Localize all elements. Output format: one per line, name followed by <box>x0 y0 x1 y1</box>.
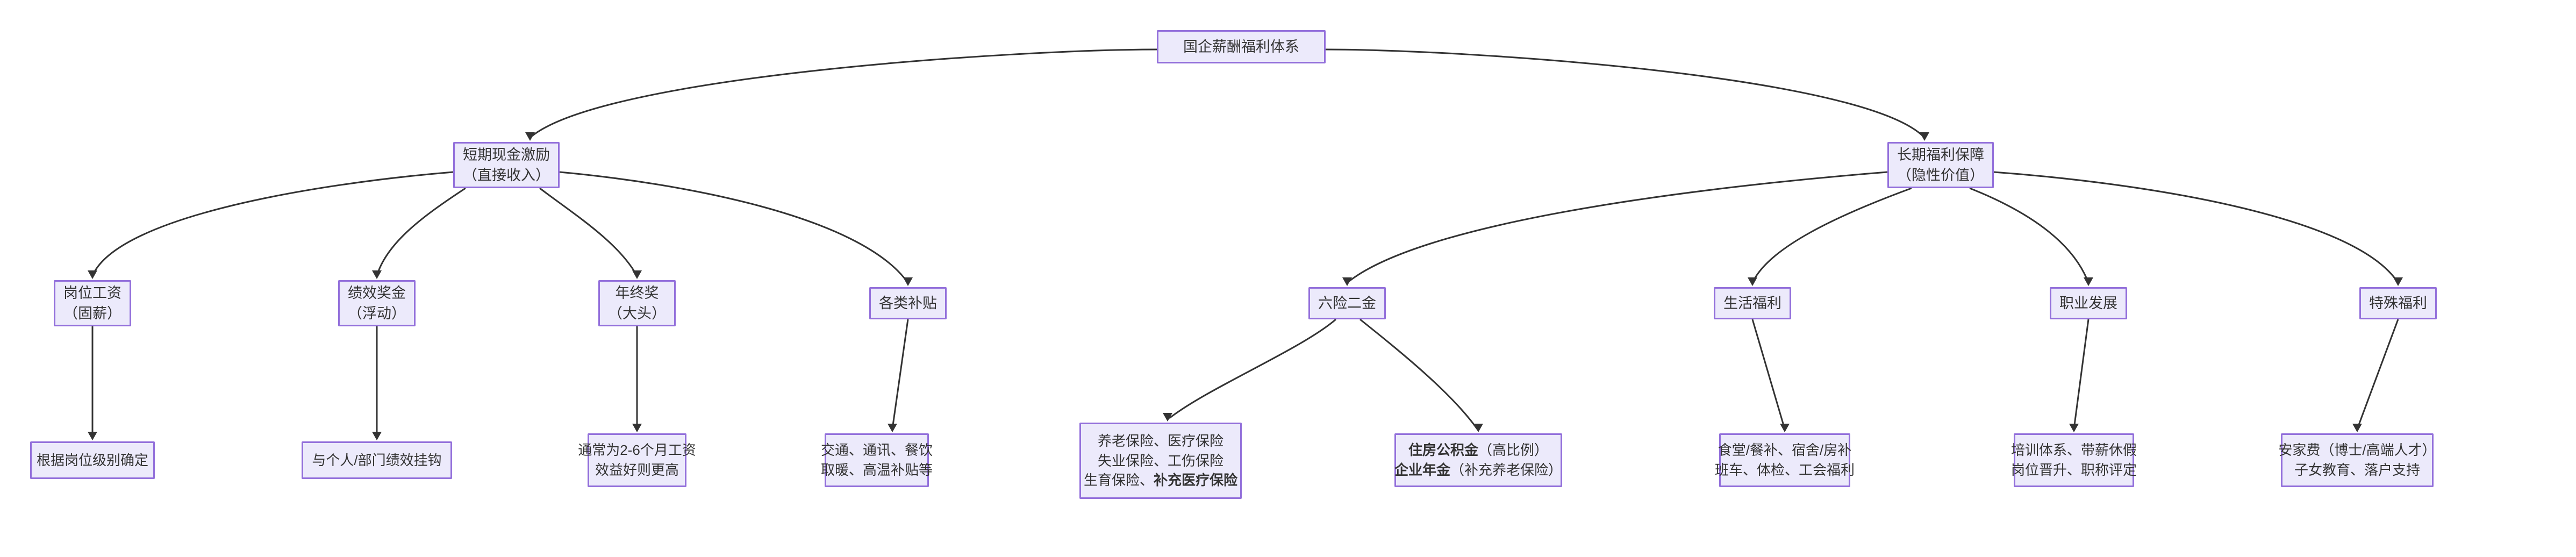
node-label-line: （隐性价值） <box>1897 167 1984 183</box>
edge-arrowhead <box>1748 277 1757 286</box>
node-label-line: 养老保险、医疗保险 <box>1097 432 1223 449</box>
edge-root-to-long-term <box>1325 48 1926 139</box>
node-label-line: 企业年金（补充养老保险） <box>1394 462 1563 478</box>
node-label-line: 国企薪酬福利体系 <box>1183 38 1299 55</box>
node-label-line: 效益好则更高 <box>595 462 679 478</box>
node-life-welfare[interactable]: 生活福利 <box>1714 287 1791 319</box>
node-label-line: （直接收入） <box>463 167 550 183</box>
edge-arrowhead <box>632 424 642 432</box>
node-label-line: 生育保险、补充医疗保险 <box>1083 472 1238 489</box>
edge-arrowhead <box>2393 277 2403 286</box>
node-leaf-funds[interactable]: 住房公积金（高比例） 企业年金（补充养老保险） <box>1394 433 1562 487</box>
edge-long-term-to-career-dev <box>1969 187 2090 283</box>
edge-arrowhead <box>632 270 642 279</box>
edge-arrowhead <box>1920 132 1929 141</box>
node-label-line: 安家费（博士/高端人才） <box>2278 442 2436 459</box>
edge-six-ins-two-funds-to-leaf-insurance <box>1169 318 1336 419</box>
node-leaf-perf-bonus[interactable]: 与个人/部门绩效挂钩 <box>302 441 452 479</box>
node-label-line: 通常为2-6个月工资 <box>578 442 696 459</box>
edge-arrowhead <box>372 432 382 440</box>
edge-allowances-to-leaf-allowances <box>891 319 909 430</box>
edge-arrowhead <box>88 432 97 440</box>
node-root[interactable]: 国企薪酬福利体系 <box>1157 30 1326 63</box>
node-leaf-year-end[interactable]: 通常为2-6个月工资效益好则更高 <box>578 433 696 487</box>
node-leaf-life[interactable]: 食堂/餐补、宿舍/房补班车、体检、工会福利 <box>1715 433 1855 487</box>
node-label-line: 特殊福利 <box>2369 295 2427 311</box>
node-label-line: 取暖、高温补贴等 <box>821 462 933 478</box>
edge-life-welfare-to-leaf-life <box>1751 319 1786 430</box>
edge-short-term-to-post-salary <box>91 171 454 276</box>
node-label-line: 绩效奖金 <box>348 284 406 301</box>
node-label-line: 岗位工资 <box>63 284 121 301</box>
edge-long-term-to-six-ins-two-funds <box>1347 171 1888 284</box>
node-six-ins-two-funds[interactable]: 六险二金 <box>1308 287 1386 319</box>
node-label-line: 年终奖 <box>615 284 659 301</box>
edge-career-dev-to-leaf-career <box>2073 319 2090 430</box>
node-long-term[interactable]: 长期福利保障 （隐性价值） <box>1887 142 1994 188</box>
node-label-line: 班车、体检、工会福利 <box>1715 462 1855 478</box>
node-label-line: 培训体系、带薪休假 <box>2011 442 2137 459</box>
node-special-welfare[interactable]: 特殊福利 <box>2359 287 2437 319</box>
node-label-line: 根据岗位级别确定 <box>36 452 148 468</box>
edge-arrowhead <box>903 277 913 286</box>
edge-special-welfare-to-leaf-special <box>2356 319 2399 430</box>
edge-arrowhead <box>372 270 382 279</box>
edge-arrowhead <box>1780 424 1790 432</box>
node-label-line: （大头） <box>608 305 666 322</box>
edge-six-ins-two-funds-to-leaf-funds <box>1359 318 1478 430</box>
node-label-line: 子女教育、落户支持 <box>2294 462 2420 478</box>
node-label-line: 短期现金激励 <box>463 146 550 163</box>
node-label-line: 与个人/部门绩效挂钩 <box>312 452 442 468</box>
edge-root-to-short-term <box>529 48 1157 139</box>
node-leaf-insurance[interactable]: 养老保险、医疗保险失业保险、工伤保险生育保险、补充医疗保险 <box>1079 423 1242 499</box>
edge-arrowhead <box>1473 424 1483 432</box>
node-label-line: 职业发展 <box>2059 295 2117 311</box>
node-post-salary[interactable]: 岗位工资 （固薪） <box>54 280 131 326</box>
edge-arrowhead <box>2352 424 2362 432</box>
edge-arrowhead <box>2084 277 2093 286</box>
edge-arrowhead <box>888 424 897 432</box>
node-label-line: 生活福利 <box>1723 295 1781 311</box>
node-career-dev[interactable]: 职业发展 <box>2050 287 2127 319</box>
edge-arrowhead <box>525 132 535 141</box>
node-leaf-career[interactable]: 培训体系、带薪休假岗位晋升、职称评定 <box>2011 433 2137 487</box>
node-allowances[interactable]: 各类补贴 <box>869 287 947 319</box>
node-label-line: （固薪） <box>63 305 121 322</box>
node-label-line: 住房公积金（高比例） <box>1408 442 1549 459</box>
node-label-line: 六险二金 <box>1318 295 1376 311</box>
node-leaf-special[interactable]: 安家费（博士/高端人才） 子女教育、落户支持 <box>2278 433 2436 487</box>
edge-arrowhead <box>88 270 97 279</box>
node-perf-bonus[interactable]: 绩效奖金 （浮动） <box>338 280 416 326</box>
edge-long-term-to-life-welfare <box>1751 187 1912 283</box>
node-leaf-post-salary[interactable]: 根据岗位级别确定 <box>30 441 155 479</box>
edge-short-term-to-perf-bonus <box>376 187 466 276</box>
node-label-line: 各类补贴 <box>879 295 937 311</box>
node-label-line: 失业保险、工伤保险 <box>1097 452 1223 469</box>
edge-long-term-to-special-welfare <box>1993 171 2399 283</box>
node-label-line: 长期福利保障 <box>1897 146 1984 163</box>
node-label-line: 食堂/餐补、宿舍/房补 <box>1718 442 1852 459</box>
node-short-term[interactable]: 短期现金激励 （直接收入） <box>453 142 560 188</box>
node-leaf-allowances[interactable]: 交通、通讯、餐饮取暖、高温补贴等 <box>821 433 933 487</box>
node-label-line: 交通、通讯、餐饮 <box>821 442 933 459</box>
edge-arrowhead <box>1163 413 1172 422</box>
edge-arrowhead <box>1342 277 1352 286</box>
node-label-line: （浮动） <box>348 305 406 322</box>
edge-short-term-to-year-end-bonus <box>539 187 638 276</box>
edge-arrowhead <box>2069 424 2079 432</box>
edge-short-term-to-allowances <box>559 171 909 283</box>
node-year-end-bonus[interactable]: 年终奖 （大头） <box>598 280 676 326</box>
node-label-line: 岗位晋升、职称评定 <box>2011 462 2137 478</box>
